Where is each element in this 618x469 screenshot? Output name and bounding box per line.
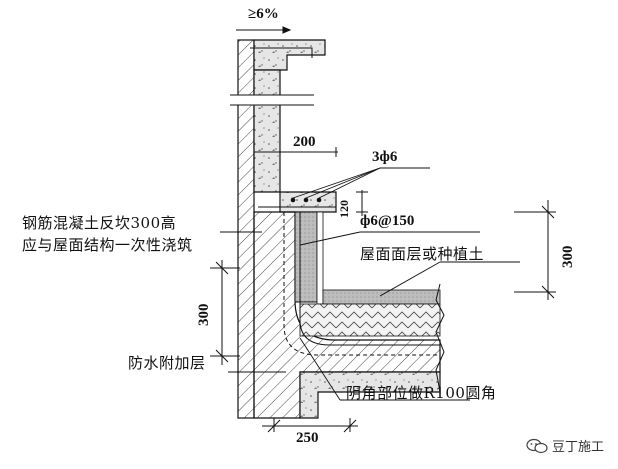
surface-layer-label: 屋面面层或种植土 <box>360 245 485 263</box>
wechat-icon <box>526 438 548 453</box>
watermark-text: 豆丁施工 <box>551 440 604 455</box>
dim-300-right-label: 300 <box>560 245 576 269</box>
slope-arrow <box>236 26 292 34</box>
rebar-phi6-150-label: ф6@150 <box>360 213 415 229</box>
slope-label: ≥6% <box>248 6 279 22</box>
roof-slab <box>299 371 441 419</box>
roof-layers <box>283 212 441 356</box>
rebar-3phi6-label: 3ф6 <box>372 149 398 165</box>
dim-300-left-label: 300 <box>196 303 212 327</box>
concrete-curb <box>294 211 324 305</box>
curb-note-line2: 应与屋面结构一次性浇筑 <box>22 236 193 254</box>
dim-200-line <box>254 147 338 157</box>
right-break-line <box>435 283 445 393</box>
dim-200-label: 200 <box>293 134 316 150</box>
break-line <box>230 94 314 106</box>
leader-corner <box>299 337 470 401</box>
dim-250-line <box>262 418 358 433</box>
dim-120-label: 120 <box>337 200 351 218</box>
leader-3phi6 <box>292 167 430 199</box>
dim-300-right-line <box>514 200 556 300</box>
waterproof-label: 防水附加层 <box>128 354 206 372</box>
leader-surface <box>379 261 520 297</box>
curb-note-line1: 钢筋混凝土反坎300高 <box>22 214 177 232</box>
dim-250-label: 250 <box>296 430 319 446</box>
leader-phi6-150 <box>299 231 480 246</box>
dim-120-line <box>356 190 368 216</box>
watermark: 豆丁施工 <box>526 436 604 455</box>
corner-note-label: 阴角部位做R100圆角 <box>346 384 497 402</box>
dim-300-left-line <box>210 260 240 365</box>
